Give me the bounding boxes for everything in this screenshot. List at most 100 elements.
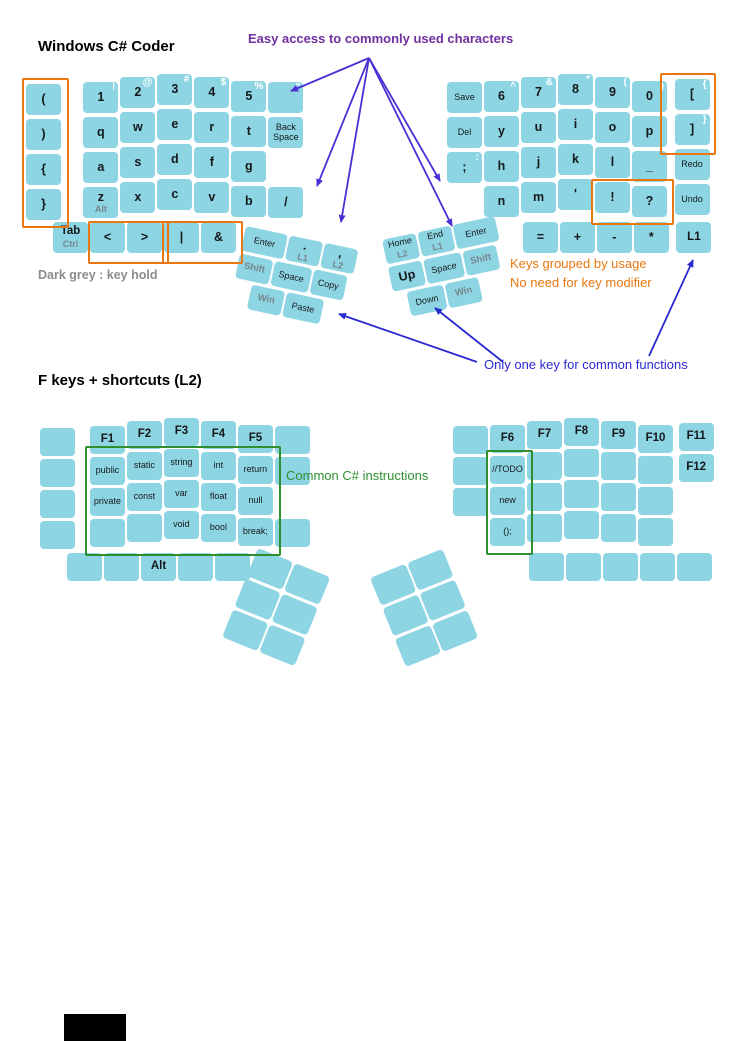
key-const: const <box>126 483 162 511</box>
highlight-box-parens-braces <box>22 78 69 228</box>
key-f11: F11 <box>678 423 714 451</box>
key-blank <box>601 483 636 511</box>
key-j: j <box>521 147 556 178</box>
key-row: (); <box>453 511 716 547</box>
key-d: d <box>157 144 193 175</box>
key-alt: Alt <box>141 553 176 581</box>
key-f4: F4 <box>200 421 236 449</box>
key-blank <box>453 457 488 485</box>
key-q: q <box>83 117 119 148</box>
key-symbol: ) <box>26 119 61 150</box>
key-9: 9( <box>595 77 630 108</box>
key-blank <box>565 553 601 581</box>
key-symbol: ]} <box>674 114 710 145</box>
key-blank <box>89 519 125 547</box>
key-blank <box>104 553 139 581</box>
key-shift: Shift <box>461 244 501 277</box>
key-todo: //TODO <box>490 456 525 484</box>
key-row: =+-*L1 <box>447 222 713 253</box>
key-y: y <box>484 116 519 147</box>
key-t: t <box>231 116 267 147</box>
key-symbol: ;: <box>447 152 482 183</box>
key-symbol: ? <box>632 186 667 217</box>
key-float: float <box>200 483 236 511</box>
key-k: k <box>558 144 593 175</box>
key-symbol: & <box>201 222 236 253</box>
key-blank <box>564 480 599 508</box>
key-string: string <box>163 449 199 477</box>
arrow-onekey-to-paste-key <box>338 312 478 363</box>
key-blank <box>602 553 638 581</box>
key-save: Save <box>447 82 482 113</box>
key-i: i <box>558 109 593 140</box>
key-blank <box>67 553 102 581</box>
key-symbol: + <box>559 222 595 253</box>
key-f9: F9 <box>601 421 636 449</box>
key-blank <box>178 553 213 581</box>
key-symbol: [{ <box>674 79 710 110</box>
annotation-one-key: Only one key for common functions <box>484 357 688 372</box>
key-blank <box>601 452 636 480</box>
fn-title: F keys + shortcuts (L2) <box>38 372 202 389</box>
key-symbol: > <box>127 222 162 253</box>
key-blank <box>40 428 75 456</box>
footer-black-bar <box>64 1014 126 1041</box>
key-blank <box>453 426 488 454</box>
key-s: s <box>120 147 156 178</box>
key-symbol: ,L2 <box>320 242 359 275</box>
key-o: o <box>595 112 630 143</box>
key-del: Del <box>447 117 482 148</box>
arrow-easy-to-slash-key <box>316 57 370 187</box>
key-6: 6^ <box>484 81 519 112</box>
key-2: 2@ <box>120 77 156 108</box>
key-l1: L1 <box>676 222 712 253</box>
main-title: Windows C# Coder <box>38 38 175 55</box>
arrow-onekey-to-down-key <box>434 307 504 363</box>
annotation-keys-grouped: Keys grouped by usage No need for key mo… <box>510 255 652 293</box>
key-symbol: = <box>522 222 558 253</box>
key-break: break; <box>237 518 273 546</box>
key-h: h <box>484 151 519 182</box>
key-8: 8* <box>558 74 593 105</box>
key-v: v <box>194 182 230 213</box>
highlight-box-excl-question <box>591 179 674 225</box>
key-f7: F7 <box>527 421 562 449</box>
key-f5: F5 <box>237 425 273 453</box>
highlight-box-square-brackets <box>660 73 716 155</box>
key-u: u <box>521 112 556 143</box>
key-symbol: .L1 <box>284 235 324 267</box>
key-symbol: - <box>596 222 632 253</box>
key-space: Space <box>423 252 466 285</box>
key-f3: F3 <box>163 418 199 446</box>
key-row: //TODO F12 <box>453 449 716 485</box>
key-backspace: Back Space <box>268 117 304 148</box>
key-4: 4$ <box>194 77 230 108</box>
key-up: Up <box>387 260 427 292</box>
key-f: f <box>194 147 230 178</box>
key-f2: F2 <box>126 421 162 449</box>
key-blank <box>215 553 250 581</box>
key-c: c <box>157 179 193 210</box>
annotation-keys-grouped-line1: Keys grouped by usage <box>510 256 647 271</box>
key-symbol: _ <box>632 151 667 182</box>
key-g: g <box>231 151 267 182</box>
key-symbol: (); <box>490 518 525 546</box>
key-m: m <box>521 182 556 213</box>
key-f12: F12 <box>678 454 714 482</box>
highlight-box-lt-gt <box>88 221 169 264</box>
key-f8: F8 <box>564 418 599 446</box>
